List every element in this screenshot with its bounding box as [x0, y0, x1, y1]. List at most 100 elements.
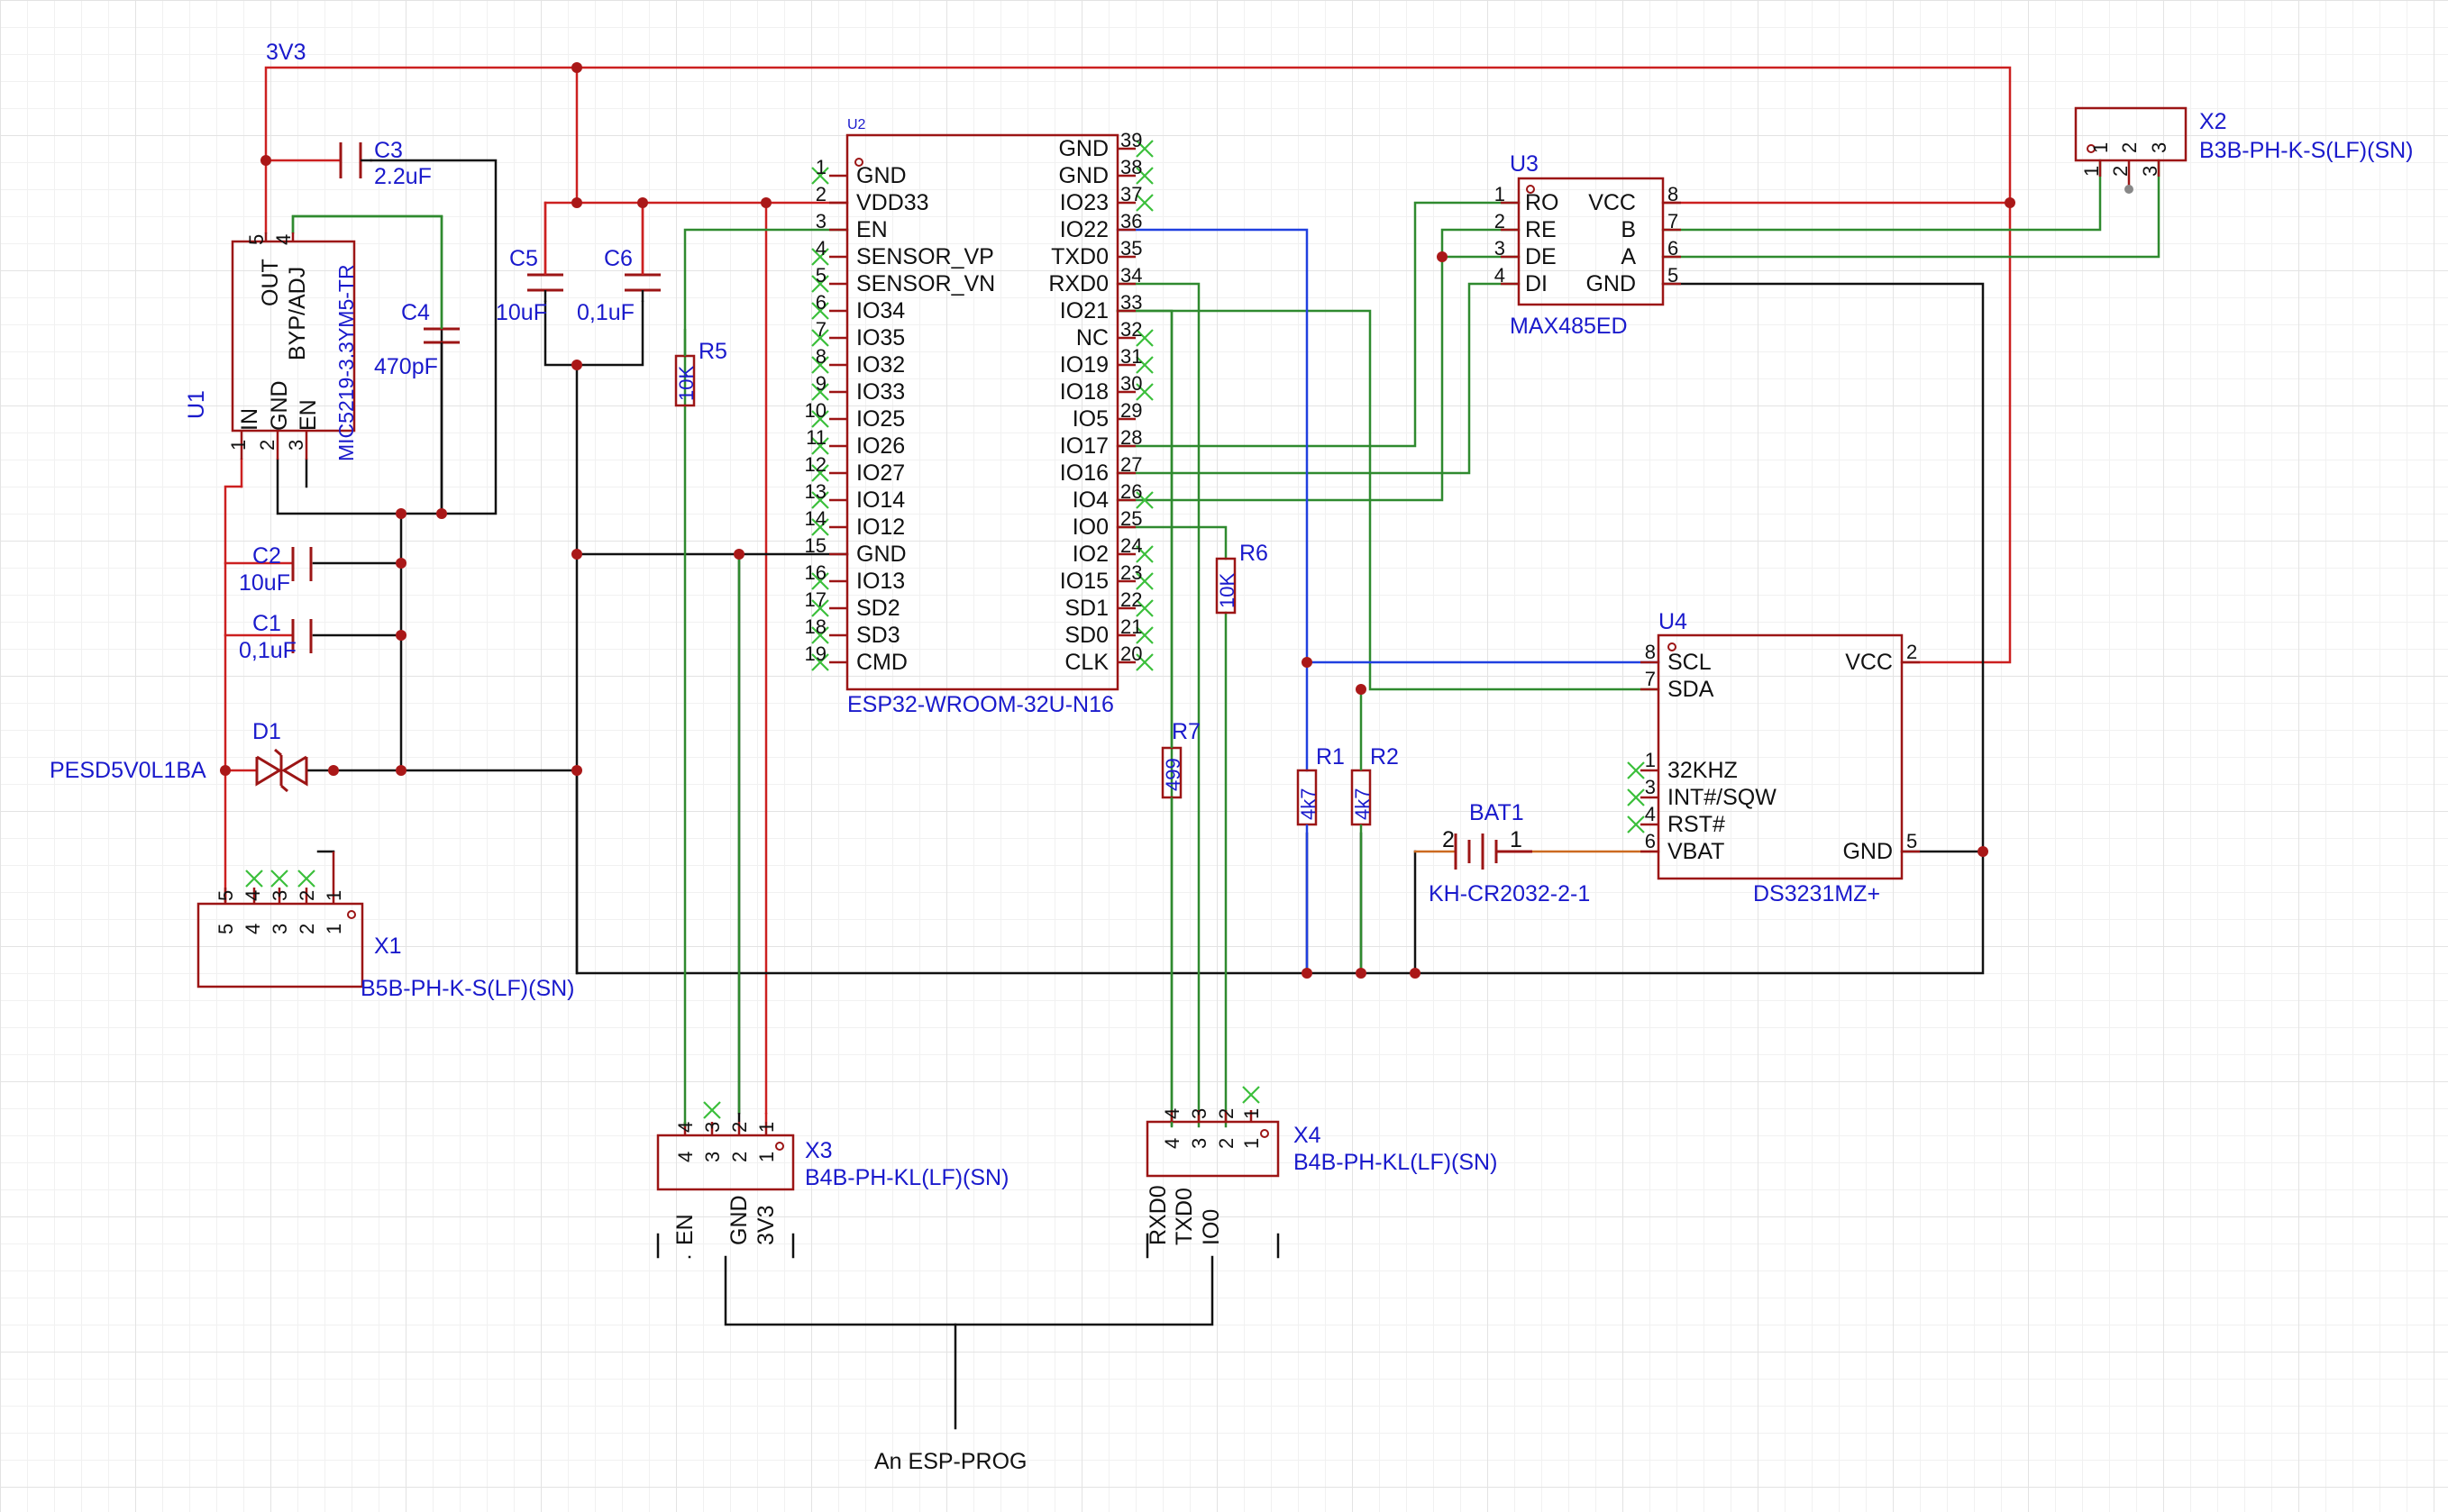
- u2-pin-txd0: TXD0: [1051, 244, 1109, 269]
- c5-value: 10uF: [496, 300, 547, 325]
- x2-pin-num: 3: [2139, 166, 2161, 177]
- u1-num-4: 4: [272, 234, 295, 245]
- junction-dot: [571, 360, 582, 370]
- u4-pin-label: SCL: [1667, 650, 1712, 675]
- u4-pin-num-6: 6: [1645, 830, 1656, 852]
- x1-pin-num: 4: [242, 890, 264, 901]
- nc-cross: [245, 870, 263, 888]
- bat1-pin1: 1: [1510, 827, 1522, 852]
- x3-body[interactable]: [656, 1134, 795, 1191]
- nc-cross: [297, 870, 315, 888]
- u2-pin-io0: IO0: [1073, 515, 1109, 540]
- u4-pin-num-4: 4: [1645, 803, 1656, 825]
- u2-pin-num-15: 15: [805, 534, 827, 557]
- nc-cross: [811, 491, 829, 509]
- u4-pin-num-8: 8: [1645, 641, 1656, 663]
- u2-pin-num-28: 28: [1120, 426, 1142, 449]
- u2-pin-num-2: 2: [816, 183, 827, 205]
- nc-cross: [1136, 626, 1154, 644]
- junction-dot: [1410, 968, 1420, 979]
- u1-pin-en: EN: [296, 399, 321, 431]
- d1-symbol[interactable]: [255, 748, 308, 793]
- r6-body[interactable]: [1215, 557, 1237, 615]
- u2-pin-gnd: GND: [1058, 163, 1109, 188]
- junction-dot: [396, 630, 406, 641]
- x4-pin-label: 1: [1240, 1138, 1263, 1149]
- u2-pin-num-38: 38: [1120, 156, 1142, 178]
- u2-pin-io34: IO34: [856, 298, 905, 323]
- u2-pin-vdd33: VDD33: [856, 190, 929, 215]
- u2-pin-num-20: 20: [1120, 642, 1142, 665]
- x1-pin-num: 2: [296, 890, 318, 901]
- x1-part: B5B-PH-K-S(LF)(SN): [361, 976, 575, 1001]
- u2-pin-gnd: GND: [1058, 136, 1109, 161]
- u2-pin-gnd: GND: [856, 163, 907, 188]
- u2-pin-num-21: 21: [1120, 615, 1142, 638]
- u2-pin-io5: IO5: [1073, 406, 1109, 432]
- junction-dot: [734, 549, 744, 560]
- junction-dot: [571, 62, 582, 73]
- u2-pin-num-37: 37: [1120, 183, 1142, 205]
- bat1-pin2: 2: [1442, 827, 1455, 852]
- u2-pin-num-33: 33: [1120, 291, 1142, 314]
- r5-ref: R5: [699, 339, 727, 364]
- junction-dots: [220, 62, 2015, 979]
- u2-pin-num-6: 6: [816, 291, 827, 314]
- u4-part: DS3231MZ+: [1753, 881, 1880, 906]
- x4-pin-num: 2: [1215, 1108, 1238, 1119]
- u2-pin-sd1: SD1: [1064, 596, 1109, 621]
- junction-dot: [761, 197, 772, 208]
- junction-dot: [571, 197, 582, 208]
- x3-pin-label: 4: [674, 1152, 697, 1162]
- u2-pin-io12: IO12: [856, 515, 905, 540]
- u3-pin-re: RE: [1525, 217, 1557, 242]
- x4-body[interactable]: [1146, 1120, 1280, 1178]
- u4-pin-label: INT#/SQW: [1667, 785, 1777, 810]
- x1-body[interactable]: [196, 902, 364, 988]
- x4-signal-txd0: TXD0: [1172, 1188, 1197, 1245]
- x3-pin-label: 1: [755, 1152, 778, 1162]
- junction-dot: [328, 765, 339, 776]
- x4-pin-num: 4: [1161, 1108, 1183, 1119]
- nc-cross: [1136, 572, 1154, 590]
- u2-pin-num-25: 25: [1120, 507, 1142, 530]
- u2-pin-cmd: CMD: [856, 650, 908, 675]
- net-label-3v3: 3V3: [266, 40, 306, 65]
- u2-pin-num-29: 29: [1120, 399, 1142, 422]
- nc-cross: [1136, 599, 1154, 617]
- x3-pin-label: 3: [701, 1152, 724, 1162]
- x2-part: B3B-PH-K-S(LF)(SN): [2199, 138, 2414, 163]
- u4-pin-label: GND: [1842, 839, 1893, 864]
- x4-signal-rxd0: RXD0: [1146, 1185, 1171, 1245]
- u2-body[interactable]: [845, 133, 1119, 691]
- u2-pin-num-4: 4: [816, 237, 827, 260]
- u2-pin-num-5: 5: [816, 264, 827, 287]
- u2-pin-num-13: 13: [805, 480, 827, 503]
- u3-pin-a: A: [1621, 244, 1636, 269]
- junction-dot: [1302, 968, 1312, 979]
- junction-dot: [1356, 968, 1366, 979]
- r7-ref: R7: [1172, 719, 1201, 744]
- nc-cross: [270, 870, 288, 888]
- u2-pin-num-30: 30: [1120, 372, 1142, 395]
- u2-pin-num-27: 27: [1120, 453, 1142, 476]
- u3-pin-vcc: VCC: [1588, 190, 1636, 215]
- x2-body[interactable]: [2074, 106, 2188, 162]
- u3-pin-de: DE: [1525, 244, 1557, 269]
- u3-pin-b: B: [1621, 217, 1636, 242]
- u2-pin-io4: IO4: [1073, 487, 1109, 513]
- u2-pin-io22: IO22: [1060, 217, 1109, 242]
- x3-pin-label: 2: [728, 1152, 751, 1162]
- c2-ref: C2: [252, 543, 281, 569]
- u4-pin-num-7: 7: [1645, 668, 1656, 690]
- r2-value: 4k7: [1351, 788, 1374, 820]
- nc-cross: [1136, 194, 1154, 212]
- nc-cross: [811, 383, 829, 401]
- d1-ref: D1: [252, 719, 281, 744]
- nc-cross: [1136, 383, 1154, 401]
- u2-pin-io23: IO23: [1060, 190, 1109, 215]
- bat1-part: KH-CR2032-2-1: [1429, 881, 1590, 906]
- u3-body[interactable]: [1517, 177, 1665, 306]
- u4-body[interactable]: [1657, 633, 1904, 880]
